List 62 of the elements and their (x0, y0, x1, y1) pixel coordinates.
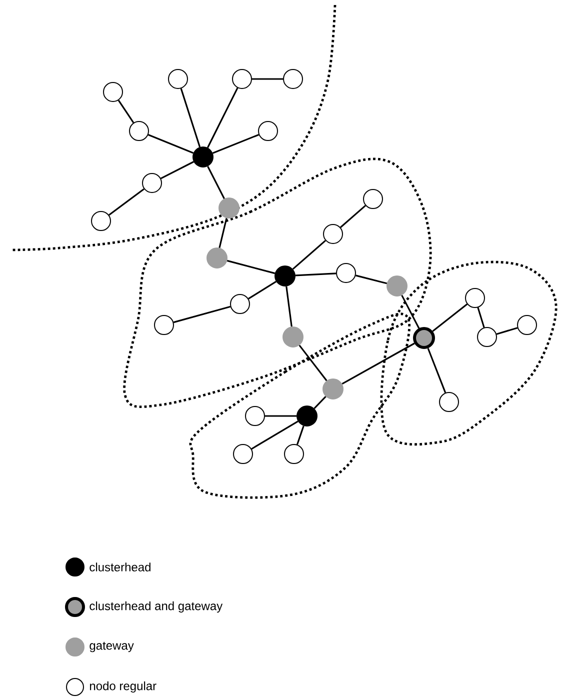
link-line (295, 272, 336, 276)
link-line (401, 294, 420, 329)
gateway-node (322, 378, 344, 400)
link-line (160, 161, 194, 180)
gateway-node (282, 326, 304, 348)
regular-node (477, 327, 497, 347)
regular-node (103, 82, 123, 102)
regular-node (439, 392, 459, 412)
regular-node (91, 211, 111, 231)
link-line (296, 426, 304, 445)
legend-text: gateway (90, 642, 134, 652)
regular-node (336, 263, 356, 283)
regular-node (283, 69, 303, 89)
link-line (477, 307, 485, 328)
link-line (432, 304, 468, 332)
legend-text: nodo regular (90, 681, 156, 693)
regular-node (154, 315, 174, 335)
regular-node (142, 173, 162, 193)
link-line (108, 188, 144, 216)
gateway-node (218, 198, 240, 218)
clusterhead-node (296, 406, 318, 426)
link-line (356, 274, 388, 284)
gateway-node (206, 248, 228, 268)
regular-node (363, 189, 383, 209)
clusterhead-gateway-node (413, 327, 435, 349)
link-line (173, 306, 231, 324)
regular-node (245, 406, 265, 426)
regular-node (517, 315, 537, 335)
link-line (118, 100, 134, 124)
link-line (342, 342, 415, 385)
link-line (314, 396, 326, 409)
legend-text: clusterhead and gateway (90, 601, 223, 613)
link-line (251, 420, 298, 450)
regular-node (233, 444, 253, 464)
clusterhead-node (274, 266, 296, 286)
link-line (298, 344, 328, 382)
link-line (427, 348, 446, 393)
link-line (286, 286, 292, 327)
regular-node (230, 294, 250, 314)
link-line (226, 260, 276, 274)
link-line (252, 78, 283, 80)
link-line (206, 88, 238, 148)
regular-node (284, 444, 304, 464)
legend-text: clusterhead (90, 562, 150, 572)
link-line (340, 204, 366, 228)
clusterhead-node (192, 146, 214, 168)
link-line (207, 166, 225, 199)
link-line (212, 134, 260, 154)
regular-node (323, 224, 343, 244)
gateway-node (386, 276, 408, 296)
link-line (496, 327, 518, 335)
link-line (265, 415, 296, 417)
regular-node (465, 288, 485, 308)
link-line (218, 218, 228, 248)
link-line (148, 134, 194, 154)
regular-node (168, 69, 188, 89)
link-line (292, 240, 326, 270)
link-line (180, 88, 201, 148)
regular-node (232, 69, 252, 89)
regular-node (258, 121, 278, 141)
regular-node (129, 121, 149, 141)
link-line (248, 280, 277, 300)
